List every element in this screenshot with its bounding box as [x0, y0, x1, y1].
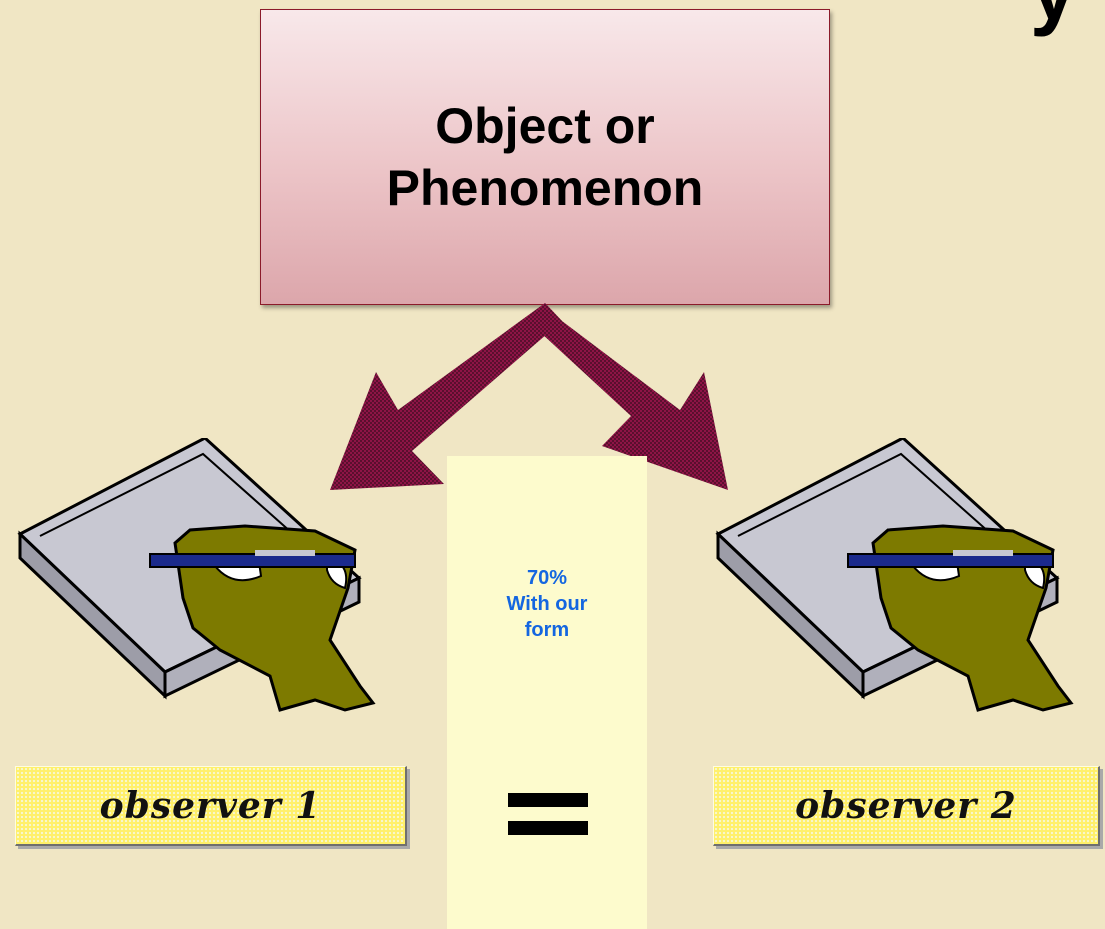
agreement-text: 70% With our form: [447, 565, 647, 643]
observer-2-hand-icon: [715, 438, 1074, 712]
arrow-to-observer-2: [528, 303, 728, 490]
object-phenomenon-box: Object or Phenomenon: [260, 9, 830, 305]
hand-icon: [871, 524, 1074, 712]
observer-1-label: observer 1: [15, 766, 407, 846]
agreement-line-3: form: [524, 619, 570, 641]
object-box-line-1: Object or: [435, 97, 655, 154]
pen-icon: [149, 550, 356, 568]
equals-bar-top: [508, 793, 588, 807]
object-box-line-2: Phenomenon: [386, 160, 704, 216]
agreement-line-2: With our: [506, 593, 588, 615]
observer-1-hand-icon: [17, 438, 376, 712]
middle-panel: [447, 456, 647, 929]
equals-bar-bottom: [508, 821, 588, 835]
title-fragment: y: [1030, 0, 1077, 39]
hand-icon: [173, 524, 376, 712]
equals-sign: [508, 793, 588, 849]
agreement-percent: 70%: [526, 567, 568, 589]
arrow-to-observer-1: [330, 303, 562, 490]
observer-2-label: observer 2: [713, 766, 1100, 846]
pen-icon: [847, 550, 1054, 568]
